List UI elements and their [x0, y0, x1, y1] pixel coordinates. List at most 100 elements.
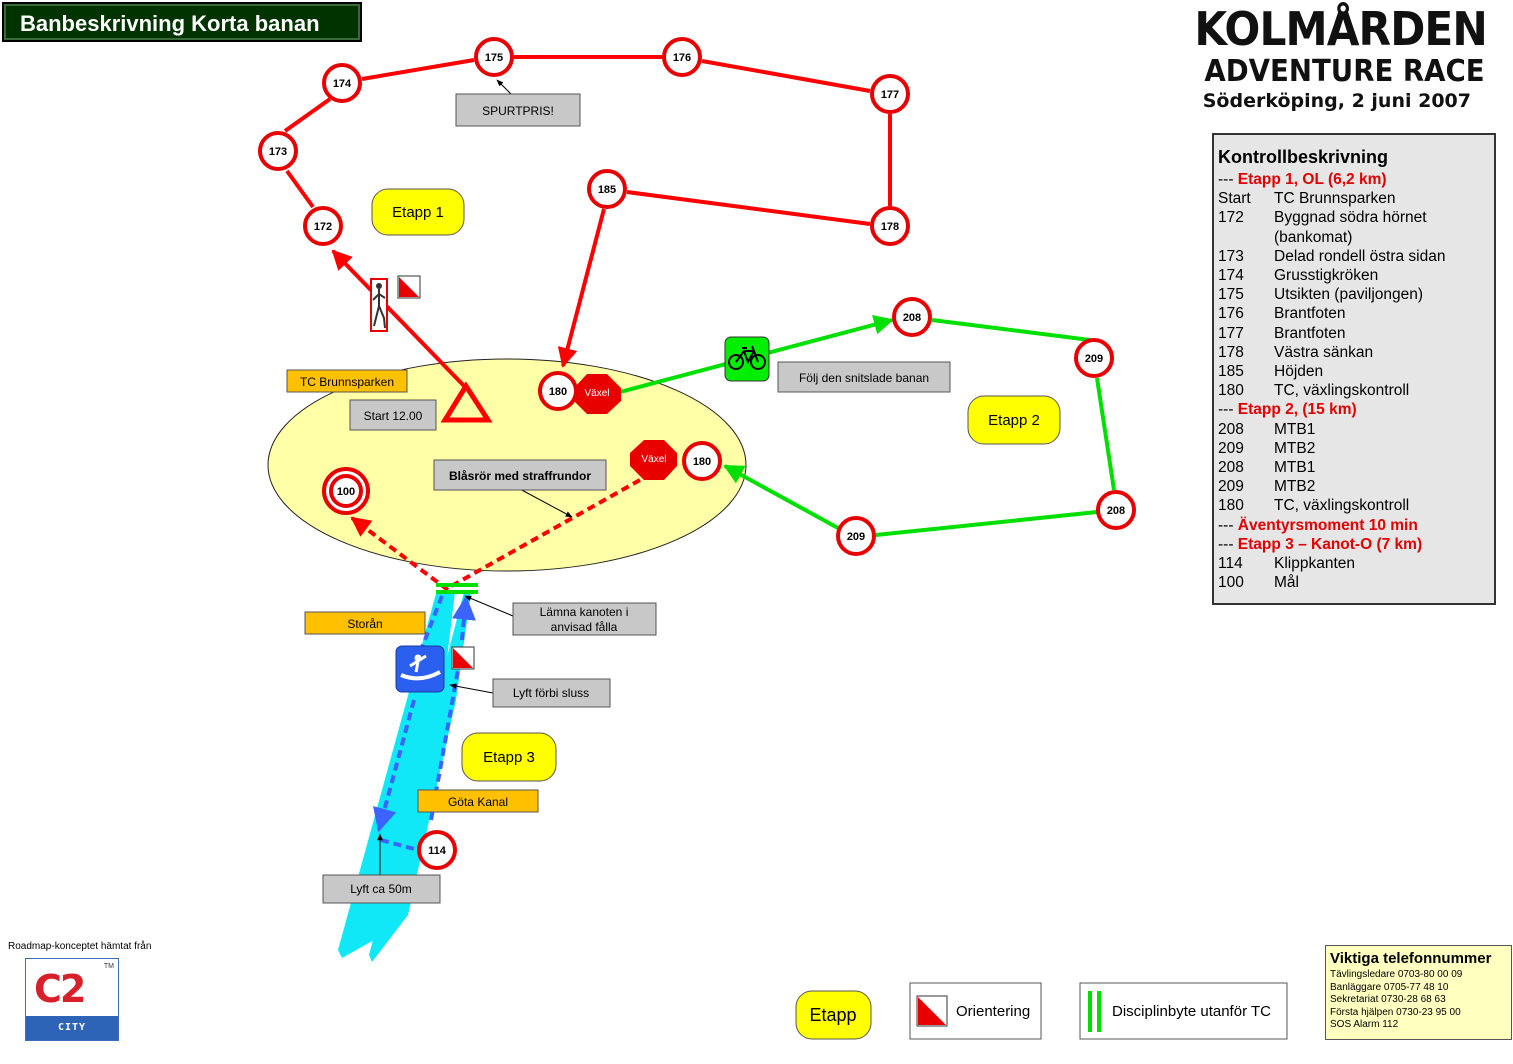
follow-trail-label: Följ den snitslade banan — [777, 361, 951, 393]
control-row: 100 Mål — [1218, 573, 1490, 592]
control-code: 176 — [1218, 305, 1244, 323]
trademark-mark: TM — [103, 963, 114, 970]
control-code: 208 — [1218, 459, 1244, 477]
svg-text:Start 12.00: Start 12.00 — [364, 409, 423, 423]
credit-text: Roadmap-konceptet hämtat från — [8, 941, 152, 952]
svg-text:Storån: Storån — [347, 617, 382, 631]
svg-text:TC Brunnsparken: TC Brunnsparken — [300, 375, 394, 389]
svg-text:Lyft ca 50m: Lyft ca 50m — [350, 882, 412, 896]
start-triangle — [440, 381, 493, 423]
logo-caption: CITY CHALLENGE — [26, 1016, 118, 1057]
control-description: Klippkanten — [1274, 555, 1356, 573]
svg-text:178: 178 — [881, 221, 899, 233]
control-description: TC, växlingskontroll — [1274, 497, 1410, 515]
control-row: 180 TC, växlingskontroll — [1218, 381, 1490, 400]
exchange-label: Växel — [584, 388, 609, 399]
svg-text:Följ den snitslade banan: Följ den snitslade banan — [799, 371, 929, 385]
section-header: --- Äventyrsmoment 10 min — [1218, 516, 1418, 534]
control-code: 100 — [1218, 574, 1244, 592]
bicycle-icon — [724, 336, 770, 382]
control-code: 178 — [1218, 343, 1244, 361]
svg-text:208: 208 — [1107, 505, 1125, 517]
orienteering-flag-icon — [451, 646, 475, 670]
section-header: --- Etapp 2, (15 km) — [1218, 401, 1357, 419]
legend-orienteering: Orientering — [909, 982, 1042, 1040]
phone-line: Första hjälpen 0730-23 95 00 — [1330, 1006, 1461, 1018]
control-code: 177 — [1218, 324, 1244, 342]
blowpipe-label: Blåsrör med straffrundor — [433, 459, 607, 491]
control-description: Mål — [1274, 574, 1299, 592]
svg-text:Blåsrör med straffrundor: Blåsrör med straffrundor — [449, 469, 591, 483]
page-title: Banbeskrivning Korta banan — [2, 2, 362, 42]
phone-line: Sekretariat 0730-28 68 63 — [1330, 994, 1446, 1006]
tc-brunnsparken-label: TC Brunnsparken — [286, 369, 408, 393]
control-description: Byggnad södra hörnet — [1274, 209, 1427, 227]
legend-etapp: Etapp — [795, 990, 872, 1040]
control-code: 114 — [1218, 555, 1243, 573]
svg-text:172: 172 — [314, 221, 332, 233]
etapp-1-label: Etapp 1 — [371, 188, 465, 236]
spurtpris-label: SPURTPRIS! — [455, 93, 581, 127]
control-173: 173 — [258, 131, 298, 171]
etapp-2-label: Etapp 2 — [967, 395, 1061, 445]
control-code: 173 — [1218, 247, 1244, 265]
svg-text:180: 180 — [549, 386, 567, 398]
control-description: TC, växlingskontroll — [1274, 382, 1410, 400]
storan-label: Storån — [304, 611, 426, 635]
gota-kanal-label: Göta Kanal — [417, 789, 539, 813]
section-header: --- Etapp 1, OL (6,2 km) — [1218, 171, 1387, 188]
svg-text:173: 173 — [269, 146, 287, 158]
control-description: TC Brunnsparken — [1274, 190, 1396, 208]
control-row: Start TC Brunnsparken — [1218, 189, 1490, 208]
city-challenge-logo: C2 TM CITY CHALLENGE — [25, 958, 119, 1057]
svg-text:Etapp 3: Etapp 3 — [483, 749, 535, 766]
svg-text:Etapp 1: Etapp 1 — [392, 204, 444, 221]
control-208: 208 — [1096, 490, 1136, 530]
svg-text:114: 114 — [428, 845, 447, 857]
svg-text:Etapp: Etapp — [809, 1005, 856, 1025]
lock-lift-label: Lyft förbi sluss — [492, 678, 611, 708]
start-time-label: Start 12.00 — [349, 399, 437, 431]
control-description: Brantfoten — [1274, 324, 1346, 342]
control-description: (bankomat) — [1274, 228, 1353, 246]
panel-body: --- Etapp 1, OL (6,2 km) Start TC Brunnspa… — [1218, 170, 1490, 592]
svg-text:177: 177 — [881, 89, 899, 101]
svg-text:176: 176 — [673, 52, 691, 64]
svg-text:Etapp 2: Etapp 2 — [988, 412, 1040, 429]
svg-text:175: 175 — [485, 52, 503, 64]
control-code: Start — [1218, 190, 1251, 208]
brand-title: KOLMÅRDEN — [1194, 2, 1488, 56]
control-code: 209 — [1218, 439, 1244, 457]
control-172: 172 — [303, 206, 343, 246]
control-code: 185 — [1218, 363, 1244, 381]
control-185: 185 — [587, 169, 627, 209]
brand-date: Söderköping, 2 juni 2007 — [1202, 90, 1471, 112]
etapp-3-label: Etapp 3 — [461, 732, 557, 782]
svg-text:209: 209 — [847, 531, 865, 543]
control-180: 180 — [682, 441, 722, 481]
control-code: 180 — [1218, 382, 1244, 400]
svg-text:185: 185 — [598, 184, 616, 196]
control-description: Grusstigkröken — [1274, 267, 1379, 285]
svg-text:Lämna kanoten i: Lämna kanoten i — [540, 605, 629, 619]
exchange-sign — [630, 440, 677, 480]
svg-text:180: 180 — [693, 456, 711, 468]
control-code: 209 — [1218, 478, 1244, 496]
canoe-icon — [395, 645, 445, 693]
control-code — [1218, 228, 1274, 247]
brand-subtitle: ADVENTURE RACE — [1204, 54, 1485, 89]
control-row: 114 Klippkanten — [1218, 554, 1490, 573]
svg-text:208: 208 — [903, 312, 921, 324]
phone-line: Banläggare 0705-77 48 10 — [1330, 981, 1449, 993]
svg-text:100: 100 — [337, 486, 355, 498]
control-row: (bankomat) — [1218, 228, 1490, 247]
